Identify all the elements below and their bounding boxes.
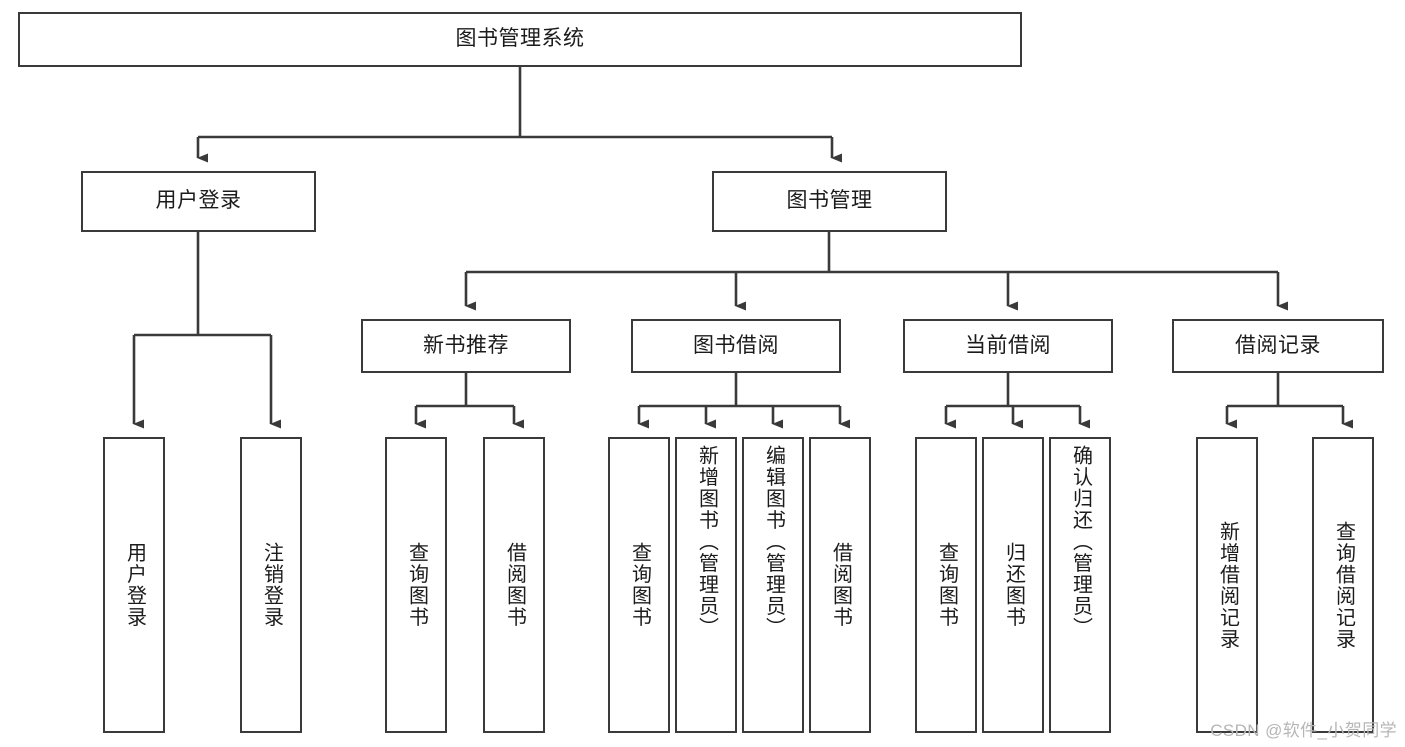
node-leaf-user-logout[interactable]: 注销登录 xyxy=(240,437,302,733)
node-new-book-recommend-label: 新书推荐 xyxy=(423,333,509,357)
node-leaf-confirm-return-label: 确认归还（管理员） xyxy=(1069,445,1092,639)
node-root-label: 图书管理系统 xyxy=(455,27,585,51)
node-leaf-edit-book-label: 编辑图书（管理员） xyxy=(762,445,785,639)
node-leaf-add-book[interactable]: 新增图书（管理员） xyxy=(675,437,737,733)
node-book-borrow-label: 图书借阅 xyxy=(693,333,779,357)
node-leaf-borrow-book-1[interactable]: 借阅图书 xyxy=(483,437,545,733)
node-leaf-borrow-book-2[interactable]: 借阅图书 xyxy=(809,437,871,733)
node-leaf-query-borrow-record-label: 查询借阅记录 xyxy=(1332,520,1355,650)
node-user-login-label: 用户登录 xyxy=(155,189,242,213)
node-current-borrow-label: 当前借阅 xyxy=(965,333,1051,357)
node-leaf-query-book-2-label: 查询图书 xyxy=(628,542,651,628)
node-leaf-query-book-3-label: 查询图书 xyxy=(935,542,958,628)
node-current-borrow[interactable]: 当前借阅 xyxy=(903,319,1113,373)
node-leaf-add-book-label: 新增图书（管理员） xyxy=(695,445,718,639)
node-book-manage[interactable]: 图书管理 xyxy=(712,171,947,232)
node-leaf-borrow-book-2-label: 借阅图书 xyxy=(829,542,852,628)
node-leaf-query-borrow-record[interactable]: 查询借阅记录 xyxy=(1312,437,1374,733)
node-book-manage-label: 图书管理 xyxy=(786,189,873,213)
node-leaf-borrow-book-1-label: 借阅图书 xyxy=(503,542,526,628)
node-leaf-user-login[interactable]: 用户登录 xyxy=(103,437,165,733)
node-leaf-query-book-1-label: 查询图书 xyxy=(405,542,428,628)
node-borrow-record-label: 借阅记录 xyxy=(1235,333,1321,357)
node-leaf-query-book-1[interactable]: 查询图书 xyxy=(385,437,447,733)
node-leaf-user-logout-label: 注销登录 xyxy=(260,542,283,628)
node-leaf-user-login-label: 用户登录 xyxy=(123,542,146,628)
node-root[interactable]: 图书管理系统 xyxy=(18,12,1022,67)
node-leaf-add-borrow-record[interactable]: 新增借阅记录 xyxy=(1196,437,1258,733)
node-book-borrow[interactable]: 图书借阅 xyxy=(631,319,841,373)
node-leaf-return-book-label: 归还图书 xyxy=(1002,542,1025,628)
node-leaf-add-borrow-record-label: 新增借阅记录 xyxy=(1216,520,1239,650)
node-leaf-return-book[interactable]: 归还图书 xyxy=(982,437,1044,733)
node-new-book-recommend[interactable]: 新书推荐 xyxy=(361,319,571,373)
node-leaf-query-book-2[interactable]: 查询图书 xyxy=(608,437,670,733)
node-user-login[interactable]: 用户登录 xyxy=(81,171,316,232)
node-leaf-query-book-3[interactable]: 查询图书 xyxy=(915,437,977,733)
node-leaf-confirm-return[interactable]: 确认归还（管理员） xyxy=(1049,437,1111,733)
node-borrow-record[interactable]: 借阅记录 xyxy=(1172,319,1384,373)
node-leaf-edit-book[interactable]: 编辑图书（管理员） xyxy=(742,437,804,733)
